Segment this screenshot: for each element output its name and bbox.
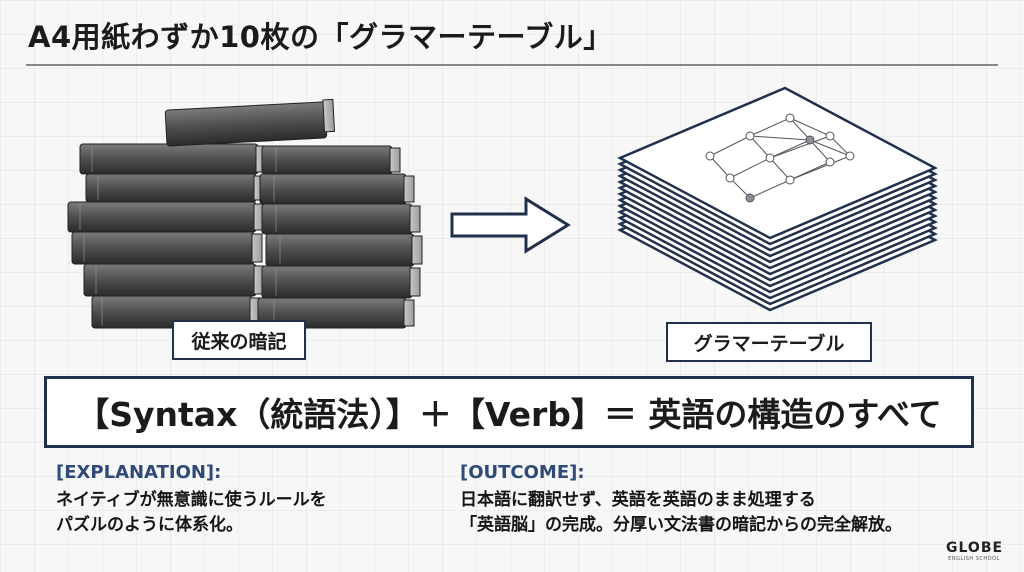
traditional-memorization-label: 従来の暗記 — [172, 320, 306, 360]
book — [67, 201, 265, 233]
logo-subtext: ENGLISH SCHOOL — [948, 556, 1000, 562]
paper-stack-illustration — [617, 86, 938, 312]
explanation-line: パズルのように体系化。 — [56, 515, 243, 535]
logo-text: GLOBE — [946, 540, 1004, 556]
title-divider — [26, 64, 998, 66]
outcome-line: 日本語に翻訳せず、英語を英語のまま処理する — [460, 490, 816, 510]
grammar-network-diagram — [705, 113, 855, 203]
explanation-line: ネイティブが無意識に使うルールを — [56, 490, 327, 510]
formula-banner: 【Syntax（統語法）】＋【Verb】＝ 英語の構造のすべて — [44, 376, 974, 448]
book — [83, 263, 265, 297]
explanation-text: ネイティブが無意識に使うルールを パズルのように体系化。 — [56, 488, 327, 538]
book — [261, 265, 421, 299]
outcome-line: 「英語脳」の完成。分厚い文法書の暗記からの完全解放。 — [460, 515, 902, 535]
book — [265, 233, 423, 267]
book — [79, 143, 267, 175]
outcome-text: 日本語に翻訳せず、英語を英語のまま処理する 「英語脳」の完成。分厚い文法書の暗記… — [460, 488, 902, 538]
globe-logo: GLOBE ENGLISH SCHOOL — [946, 540, 1002, 566]
book — [71, 231, 263, 265]
book — [261, 145, 401, 175]
book-pile-illustration — [67, 98, 423, 329]
page-title: A4用紙わずか10枚の「グラマーテーブル」 — [28, 20, 613, 54]
grammar-table-label: グラマーテーブル — [666, 322, 872, 362]
outcome-heading: [OUTCOME]: — [460, 462, 585, 483]
book — [259, 173, 415, 205]
explanation-heading: [EXPLANATION]: — [56, 462, 222, 483]
right-arrow-icon — [450, 196, 571, 254]
book — [85, 173, 265, 203]
book — [164, 98, 336, 147]
book — [261, 203, 421, 235]
